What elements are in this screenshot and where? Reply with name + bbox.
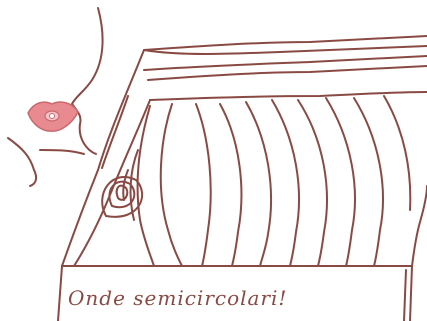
tank-left-side: [62, 50, 144, 266]
wave-front-2: [161, 104, 182, 266]
tank-front-left-edge: [58, 266, 62, 321]
arm-line: [40, 150, 84, 154]
lips-icon: [28, 102, 78, 131]
tank-right-edge: [412, 186, 427, 266]
wave-front-5: [246, 102, 271, 266]
wave-front-10: [384, 96, 410, 210]
wave-front-9: [354, 98, 383, 266]
wave-front-8: [326, 98, 355, 266]
wave-front-4: [220, 104, 241, 266]
wave-front-7: [298, 100, 327, 266]
wave-front-6: [272, 100, 299, 266]
wave-front-3: [196, 104, 211, 266]
wave-source: [117, 186, 128, 200]
caption-text: Onde semicircolari!: [68, 286, 368, 310]
face-profile: [72, 8, 103, 154]
hand-line: [8, 138, 36, 186]
